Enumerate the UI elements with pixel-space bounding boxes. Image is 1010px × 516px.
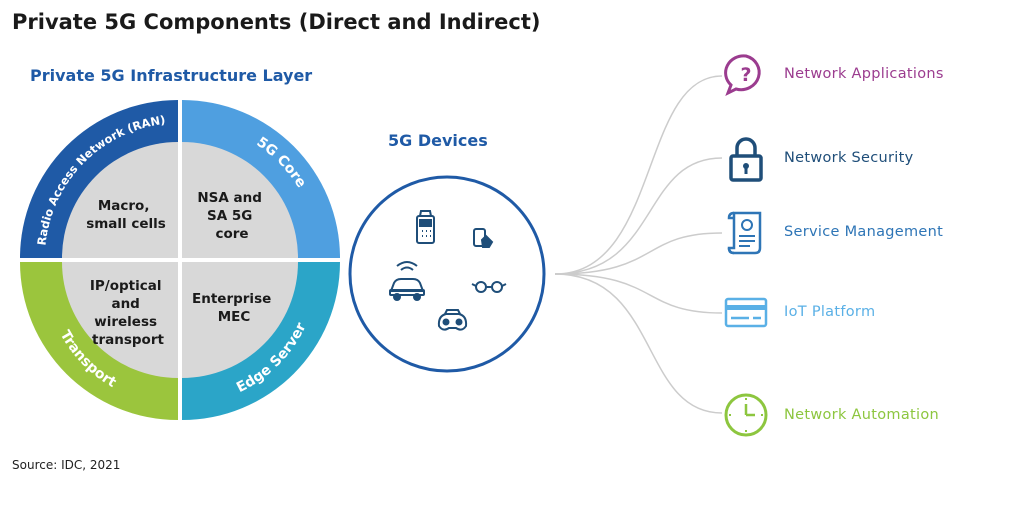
inner-quadrant-transport [62,262,178,378]
source-note: Source: IDC, 2021 [12,458,121,472]
page-title: Private 5G Components (Direct and Indire… [12,10,541,34]
smartphone-touch-icon [473,228,494,248]
vr-headset-icon [437,309,468,331]
clock-icon [724,393,768,437]
infrastructure-layer-heading: Private 5G Infrastructure Layer [30,66,313,85]
question-bubble-icon: ? [724,54,761,97]
component-label: Network Automation [784,407,940,423]
inner-quadrant-ran [62,142,178,258]
component-service-management: Service Management [722,208,943,256]
infrastructure-ring [20,100,340,420]
inner-quadrant-core [182,142,298,258]
transport-inner-text: IP/optical and wireless transport [90,278,166,348]
padlock-icon [729,137,763,182]
svg-text:?: ? [740,64,751,86]
component-network-automation: Network Automation [722,391,939,439]
connected-car-icon [389,261,425,301]
edge-inner-text: Enterprise MEC [192,291,276,325]
devices-heading: 5G Devices [388,131,488,150]
card-icon [724,297,768,328]
smart-glasses-icon [471,281,507,293]
connector-network-security [554,157,723,275]
connector-service-management [554,232,723,275]
component-label: Service Management [784,224,944,240]
connector-network-automation [554,273,723,414]
component-network-applications: ? Network Applications [722,50,944,98]
ran-inner-text: Macro, small cells [86,198,166,232]
payment-terminal-icon [416,210,435,244]
devices-circle [348,175,546,373]
inner-quadrant-edge [182,262,298,378]
component-label: IoT Platform [784,304,876,320]
connector-network-applications [554,75,723,275]
connector-lines [554,75,723,414]
certificate-scroll-icon [727,211,762,255]
core-inner-text: NSA and SA 5G core [197,190,266,242]
connector-iot-platform [554,273,723,314]
component-label: Network Applications [784,66,944,82]
component-iot-platform: IoT Platform [722,288,875,336]
component-label: Network Security [784,150,914,166]
component-network-security: Network Security [722,134,914,182]
inner-core [62,142,298,378]
